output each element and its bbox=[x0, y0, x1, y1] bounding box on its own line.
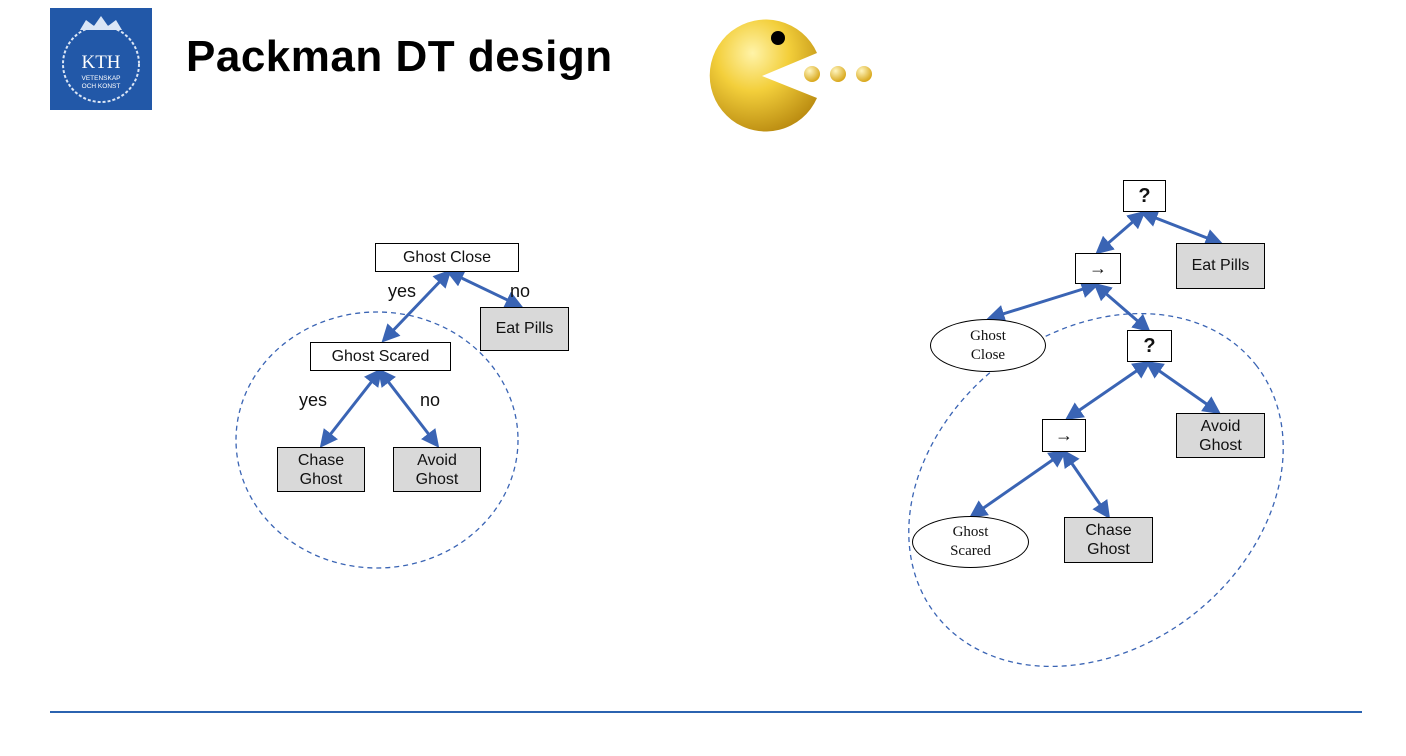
dt-subtree-group bbox=[235, 311, 519, 569]
bt-ghost-close-line2: Close bbox=[970, 346, 1006, 363]
bt-edge-4 bbox=[1093, 282, 1151, 333]
logo-text: KTH bbox=[81, 52, 120, 73]
bt-eat-pills-node: Eat Pills bbox=[1176, 243, 1265, 289]
bt-subtree-group bbox=[908, 312, 1284, 668]
dt-chase-line1: Chase bbox=[297, 451, 345, 469]
dt-chase-ghost-node: Chase Ghost bbox=[277, 447, 365, 492]
dt-chase-line2: Ghost bbox=[299, 470, 343, 488]
dt-avoid-line2: Ghost bbox=[415, 470, 459, 488]
dt-sub-no-label: no bbox=[420, 390, 441, 410]
logo-sub2: OCH KONST bbox=[82, 83, 121, 90]
bt-edge-7 bbox=[969, 449, 1067, 519]
dt-no-label: no bbox=[510, 281, 531, 301]
bt-edge-2 bbox=[1139, 209, 1224, 247]
bt-ghost-close-line1: Ghost bbox=[970, 327, 1006, 344]
bt-root-fallback-label: ? bbox=[1138, 184, 1151, 207]
bt-avoid-ghost-node: Avoid Ghost bbox=[1176, 413, 1265, 458]
bt-avoid-line1: Avoid bbox=[1200, 417, 1241, 435]
bt-edge-3 bbox=[986, 280, 1100, 323]
bt-edge-6 bbox=[1145, 360, 1221, 415]
dt-ghost-scared-node: Ghost Scared bbox=[310, 342, 451, 371]
bt-edge-5 bbox=[1065, 360, 1151, 421]
dt-ghost-scared-label: Ghost Scared bbox=[331, 347, 430, 365]
bt-chase-ghost-node: Chase Ghost bbox=[1064, 517, 1153, 563]
bt-edge-1 bbox=[1095, 210, 1146, 255]
dt-ghost-close-node: Ghost Close bbox=[375, 243, 519, 272]
bt-chase-line2: Ghost bbox=[1087, 541, 1130, 558]
logo-sub1: VETENSKAP bbox=[81, 75, 120, 82]
dt-yes-label: yes bbox=[388, 281, 417, 301]
bt-sequence1-label: → bbox=[1089, 258, 1107, 278]
dt-edge-sub-no bbox=[377, 368, 440, 448]
pacman-icon bbox=[700, 8, 880, 138]
bt-sequence2-node: → bbox=[1042, 419, 1086, 452]
dt-sub-yes-label: yes bbox=[299, 390, 328, 410]
kth-logo: KTH VETENSKAP OCH KONST bbox=[50, 8, 152, 110]
bt-ghost-scared-line2: Scared bbox=[950, 543, 991, 559]
page-title: Packman DT design bbox=[186, 32, 613, 81]
bt-sequence1-node: → bbox=[1075, 253, 1121, 284]
dt-edge-yes bbox=[381, 269, 452, 343]
dt-avoid-ghost-node: Avoid Ghost bbox=[393, 447, 481, 492]
bt-fallback2-label: ? bbox=[1143, 334, 1156, 357]
dt-eat-pills-node: Eat Pills bbox=[480, 307, 569, 351]
bt-avoid-line2: Ghost bbox=[1199, 436, 1242, 454]
bt-ghost-scared-condition: Ghost Scared bbox=[912, 516, 1029, 568]
bt-eat-pills-label: Eat Pills bbox=[1191, 257, 1250, 274]
dt-edge-sub-yes bbox=[319, 368, 383, 448]
bt-fallback2-node: ? bbox=[1127, 330, 1172, 362]
bt-chase-line1: Chase bbox=[1085, 522, 1132, 539]
bt-ghost-close-condition: Ghost Close bbox=[930, 319, 1046, 372]
bt-sequence2-label: → bbox=[1055, 425, 1073, 445]
bt-ghost-scared-line1: Ghost bbox=[952, 524, 989, 540]
dt-edge-no bbox=[445, 270, 524, 308]
bt-edge-8 bbox=[1061, 449, 1111, 519]
dt-eat-pills-label: Eat Pills bbox=[495, 320, 554, 337]
footer-divider bbox=[50, 711, 1362, 713]
dt-avoid-line1: Avoid bbox=[417, 451, 457, 469]
bt-root-fallback-node: ? bbox=[1123, 180, 1166, 212]
dt-ghost-close-label: Ghost Close bbox=[402, 248, 492, 266]
